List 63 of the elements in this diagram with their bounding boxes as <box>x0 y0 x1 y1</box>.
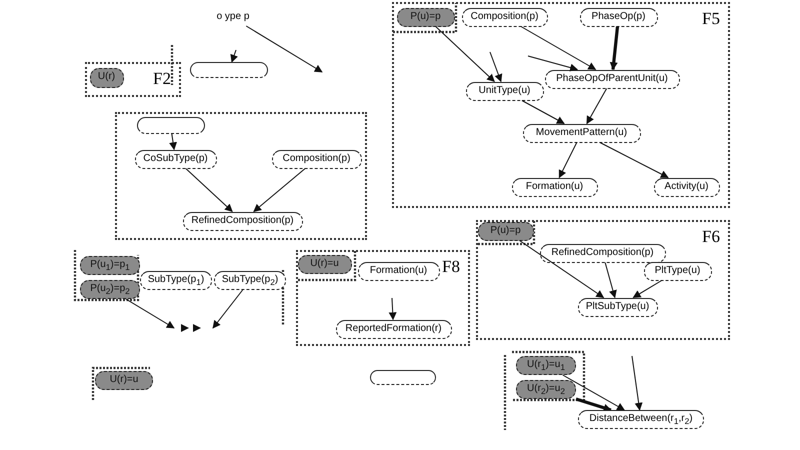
arrow <box>125 298 175 328</box>
variable-node: Composition(p) <box>462 8 548 26</box>
condition-node: U(r)=u <box>298 254 352 274</box>
arrow <box>435 26 495 82</box>
arrow <box>604 262 617 298</box>
arrow <box>576 397 612 412</box>
variable-node: Composition(p) <box>272 150 362 168</box>
condition-node: P(u)=p <box>396 8 454 26</box>
arrow <box>169 133 178 150</box>
condition-node: U(r$_{1}$)=u$_{1}$ <box>516 356 576 375</box>
variable-node: Formation(u) <box>358 262 440 280</box>
arrow <box>246 26 323 72</box>
variable-node: RefinedComposition(p) <box>182 212 302 230</box>
arrow <box>253 168 306 212</box>
arrow <box>632 356 643 411</box>
variable-node: PhaseOpOfParentUnit(u) <box>544 70 680 88</box>
arrow <box>610 26 620 70</box>
arrow <box>520 26 596 70</box>
condition-node: U(r) <box>90 68 124 88</box>
variable-node: CoSubType(p) <box>134 150 216 168</box>
frame-label: F5 <box>702 10 720 28</box>
arrow <box>388 298 397 320</box>
frame-box <box>392 2 730 208</box>
arrow <box>528 56 578 72</box>
empty-node <box>370 370 436 385</box>
frame-label: F8 <box>442 258 460 276</box>
variable-node: DistanceBetween(r$_{1}$,r$_{2}$) <box>578 410 704 429</box>
arrow <box>521 100 565 124</box>
condition-node: U(r$_{2}$)=u$_{2}$ <box>516 380 576 399</box>
variable-node: ReportedFormation(r) <box>336 320 452 338</box>
variable-node: SubType(p$_{2}$) <box>214 271 286 290</box>
frame-label: F6 <box>702 228 720 246</box>
frame-box <box>476 220 730 340</box>
variable-node: SubType(p$_{1}$) <box>140 271 212 290</box>
arrow <box>632 280 662 298</box>
arrow <box>558 142 578 178</box>
variable-node: RefinedComposition(p) <box>540 244 666 262</box>
title-text: o ype p <box>198 10 268 26</box>
frame-box <box>296 250 470 346</box>
arrow <box>586 88 608 124</box>
variable-node: MovementPattern(u) <box>522 124 640 142</box>
condition-node: U(r)=u <box>95 371 153 390</box>
variable-node: Formation(u) <box>512 178 598 196</box>
empty-node <box>190 62 268 78</box>
frame-box <box>85 62 181 97</box>
variable-node: Activity(u) <box>654 178 720 196</box>
variable-node: UnitType(u) <box>466 82 544 100</box>
arrow <box>230 50 238 63</box>
empty-node <box>136 116 204 134</box>
arrow <box>185 168 233 212</box>
group-frame <box>115 112 367 240</box>
variable-node: PltType(u) <box>644 262 712 280</box>
condition-node: P(u$_{1}$)=p$_{1}$ <box>80 256 140 275</box>
variable-node: PhaseOp(p) <box>580 8 658 26</box>
frame-label: F2 <box>153 70 171 88</box>
condition-node: P(u$_{2}$)=p$_{2}$ <box>80 280 140 299</box>
variable-node: PltSubType(u) <box>578 298 658 316</box>
arrow <box>599 142 669 178</box>
arrow <box>212 290 244 329</box>
condition-node: P(u)=p <box>478 222 534 240</box>
arrow <box>562 374 625 410</box>
arrow <box>490 52 502 82</box>
arrow <box>519 240 604 298</box>
